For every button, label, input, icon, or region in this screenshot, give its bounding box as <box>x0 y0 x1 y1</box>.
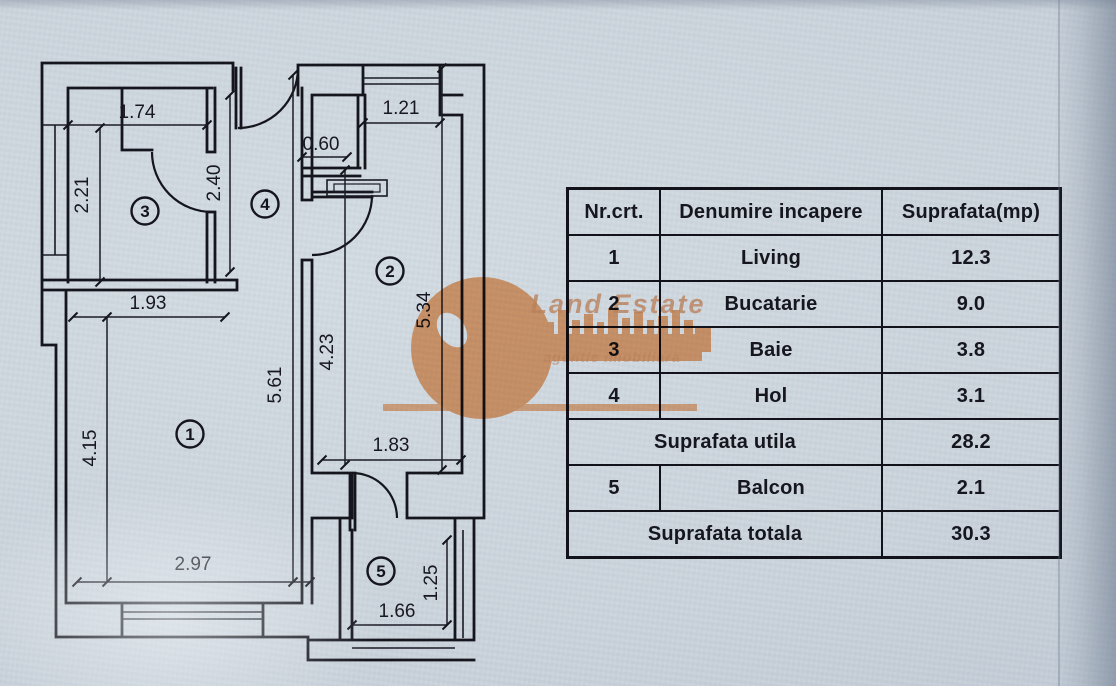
header-name: Denumire incapere <box>659 187 883 236</box>
dim-hall-depth: 2.40 <box>204 165 225 202</box>
cell-nr: 1 <box>566 234 661 282</box>
room-number-hall: 4 <box>260 195 270 214</box>
cell-area: 2.1 <box>881 464 1062 512</box>
room-number-balcony: 5 <box>376 562 385 581</box>
room-label-bath: 3 <box>130 196 160 226</box>
cell-name: Living <box>659 234 883 282</box>
room-label-hall: 4 <box>250 189 280 219</box>
dim-entry: 0.60 <box>303 134 340 155</box>
dim-bath-width: 1.74 <box>119 102 156 123</box>
area-table: Nr.crt. Denumire incapere Suprafata(mp) … <box>566 187 1062 559</box>
room-label-kitchen: 2 <box>375 256 405 286</box>
table-header-row: Nr.crt. Denumire incapere Suprafata(mp) <box>566 187 1062 236</box>
table-row: 1 Living 12.3 <box>566 234 1062 282</box>
total-value: 30.3 <box>881 510 1062 559</box>
dimension-lines <box>68 68 461 626</box>
dim-unit-depth: 5.61 <box>265 367 286 404</box>
dim-bath-depth: 2.21 <box>72 177 93 214</box>
dim-kitchen-width: 1.83 <box>373 435 410 456</box>
room-number-living: 1 <box>185 425 194 444</box>
photo-shadow-right <box>1054 0 1116 686</box>
subtotal-label: Suprafata utila <box>566 418 883 466</box>
watermark-brand: Land Estate <box>530 289 705 319</box>
key-icon <box>383 277 711 419</box>
room-label-living: 1 <box>175 419 205 449</box>
table-row: 4 Hol 3.1 <box>566 372 1062 420</box>
cell-area: 12.3 <box>881 234 1062 282</box>
watermark-tagline: agentie imobiliara <box>543 349 680 365</box>
door-arcs <box>150 67 399 519</box>
cell-nr: 4 <box>566 372 661 420</box>
fixture-outline <box>326 179 388 197</box>
header-area: Suprafata(mp) <box>881 187 1062 236</box>
table-subtotal-row: Suprafata utila 28.2 <box>566 418 1062 466</box>
dim-living-depth: 4.15 <box>80 430 101 467</box>
cell-nr: 5 <box>566 464 661 512</box>
dim-living-nook: 1.93 <box>130 293 167 314</box>
fixture-inner <box>333 183 381 193</box>
dim-kitchen-window: 1.21 <box>383 98 420 119</box>
cell-name: Balcon <box>659 464 883 512</box>
table-total-row: Suprafata totala 30.3 <box>566 510 1062 559</box>
cell-name: Bucatarie <box>659 280 883 328</box>
room-number-kitchen: 2 <box>385 262 394 281</box>
cell-area: 3.1 <box>881 372 1062 420</box>
header-nr: Nr.crt. <box>566 187 661 236</box>
room-number-bath: 3 <box>140 202 149 221</box>
cell-name: Hol <box>659 372 883 420</box>
total-label: Suprafata totala <box>566 510 883 559</box>
dim-kitchen-inner-height: 4.23 <box>317 334 338 371</box>
dim-balcony-width: 1.66 <box>379 601 416 622</box>
photo-corner-highlight <box>0 486 380 686</box>
cell-area: 3.8 <box>881 326 1062 374</box>
dim-balcony-depth: 1.25 <box>421 565 442 602</box>
table-row: 5 Balcon 2.1 <box>566 464 1062 512</box>
subtotal-value: 28.2 <box>881 418 1062 466</box>
photo-shadow-top <box>0 0 1116 10</box>
